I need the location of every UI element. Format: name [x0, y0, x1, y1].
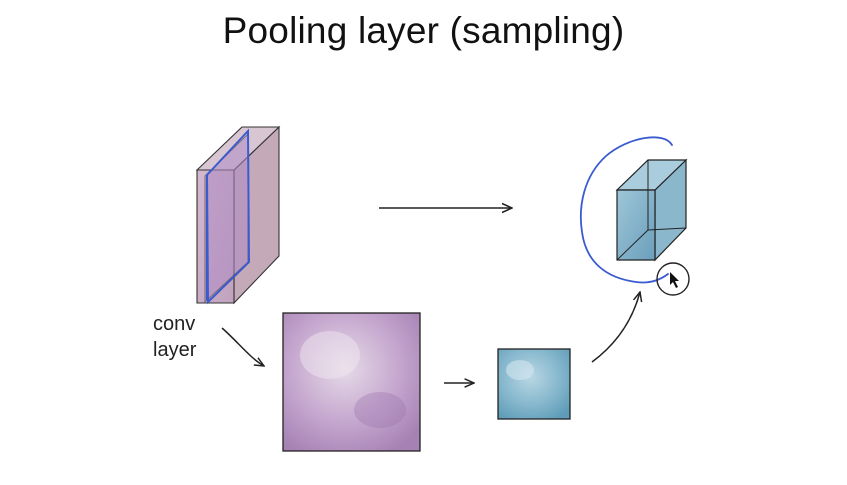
- cursor-highlight: [656, 262, 690, 296]
- input-volume: [195, 125, 281, 305]
- output-pen-annotation: [579, 136, 673, 284]
- conv-label-line-1: conv: [153, 313, 196, 335]
- mouse-pointer-icon: [670, 272, 679, 288]
- conv-label-line-2: layer: [153, 339, 197, 361]
- output-volume: [615, 158, 688, 262]
- pooled-map: [497, 348, 571, 420]
- feature-map: [282, 312, 421, 452]
- output-volume-front-face: [616, 189, 656, 261]
- slide-title: Pooling layer (sampling): [222, 10, 625, 51]
- conv-label-arrow: [221, 327, 264, 366]
- stack-arrow: [591, 292, 640, 363]
- slice-pen-annotation: [205, 128, 251, 305]
